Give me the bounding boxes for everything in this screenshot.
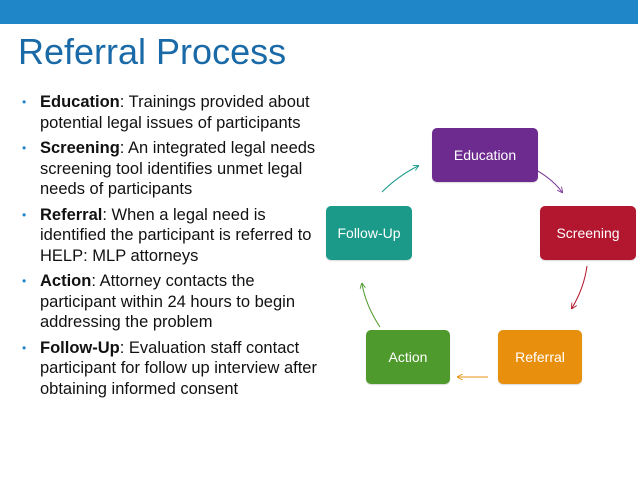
bullet-marker: • bbox=[22, 340, 27, 355]
node-label: Screening bbox=[556, 225, 620, 241]
bullet-screening: • Screening: An integrated legal needs sc… bbox=[22, 138, 322, 200]
node-action: Action bbox=[366, 330, 450, 384]
bullet-term: Action bbox=[40, 272, 92, 290]
top-accent-bar bbox=[0, 0, 638, 24]
node-label: Referral bbox=[515, 349, 565, 365]
node-label: Action bbox=[388, 349, 428, 365]
bullet-marker: • bbox=[22, 141, 27, 155]
node-follow-up: Follow-Up bbox=[326, 206, 412, 260]
bullet-education: • Education: Trainings provided about pot… bbox=[22, 92, 322, 133]
referral-cycle-diagram: Education Screening Referral Action Foll… bbox=[322, 120, 636, 390]
arrow-follow-up-to-education bbox=[381, 166, 418, 193]
arrow-action-to-follow-up bbox=[362, 284, 381, 328]
bullet-text: : When a legal need is identified the pa… bbox=[40, 205, 312, 265]
bullet-term: Referral bbox=[40, 205, 103, 224]
node-education: Education bbox=[432, 128, 538, 182]
cycle-arrows bbox=[322, 120, 588, 390]
bullet-term: Education bbox=[40, 93, 120, 111]
bullet-marker: • bbox=[22, 207, 27, 222]
bullet-text: : Trainings provided about potential leg… bbox=[40, 93, 310, 132]
node-label: Follow-Up bbox=[337, 225, 401, 241]
bullet-referral: • Referral: When a legal need is identifi… bbox=[22, 205, 322, 267]
bullet-text: : Evaluation staff contact participant f… bbox=[40, 338, 317, 398]
bullet-action: • Action: Attorney contacts the participa… bbox=[22, 271, 322, 333]
bullet-follow-up: • Follow-Up: Evaluation staff contact par… bbox=[22, 338, 322, 400]
arrow-screening-to-referral bbox=[572, 265, 588, 308]
bullet-marker: • bbox=[22, 95, 27, 109]
bullet-text: : An integrated legal needs screening to… bbox=[40, 139, 316, 198]
node-screening: Screening bbox=[540, 206, 636, 260]
node-label: Education bbox=[453, 147, 517, 163]
node-referral: Referral bbox=[498, 330, 582, 384]
bullet-marker: • bbox=[22, 274, 27, 288]
bullet-list: • Education: Trainings provided about pot… bbox=[22, 92, 322, 404]
bullet-text: : Attorney contacts the participant with… bbox=[40, 272, 295, 331]
bullet-term: Screening bbox=[40, 139, 120, 157]
bullet-term: Follow-Up bbox=[40, 338, 120, 357]
slide-title: Referral Process bbox=[18, 31, 287, 72]
